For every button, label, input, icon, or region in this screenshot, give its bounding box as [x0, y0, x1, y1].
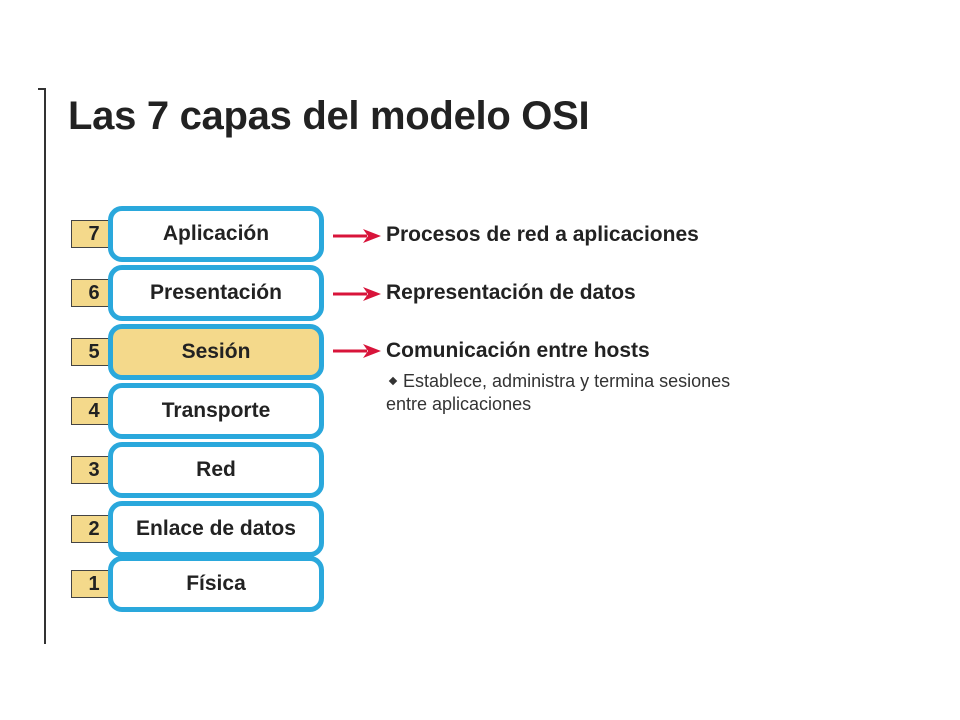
arrow-right-icon — [333, 229, 381, 243]
arrow-right-icon — [333, 344, 381, 358]
layer-row-3: 3 Red — [0, 440, 960, 500]
bullet-icon — [388, 376, 398, 386]
left-rule-tick — [38, 88, 46, 90]
layer-row-5: 5 Sesión — [0, 322, 960, 382]
layer-row-4: 4 Transporte — [0, 381, 960, 441]
layer-row-2: 2 Enlace de datos — [0, 499, 960, 559]
desc-sesion-bullet-line1: Establece, administra y termina sesiones — [403, 371, 731, 391]
left-rule — [44, 88, 46, 644]
layer-box-transporte: Transporte — [108, 383, 324, 439]
desc-sesion-bullet-line2: entre aplicaciones — [386, 394, 532, 414]
layer-box-red: Red — [108, 442, 324, 498]
layer-row-6: 6 Presentación — [0, 263, 960, 323]
layer-box-enlace-de-datos: Enlace de datos — [108, 501, 324, 557]
layer-row-7: 7 Aplicación — [0, 204, 960, 264]
desc-presentacion: Representación de datos — [386, 281, 636, 304]
layer-box-sesion: Sesión — [108, 324, 324, 380]
desc-sesion-bullet: Establece, administra y termina sesiones… — [386, 370, 826, 416]
layer-box-aplicacion: Aplicación — [108, 206, 324, 262]
slide-title: Las 7 capas del modelo OSI — [68, 94, 590, 138]
layer-row-1: 1 Física — [0, 556, 960, 616]
desc-sesion: Comunicación entre hosts — [386, 339, 650, 362]
desc-aplicacion: Procesos de red a aplicaciones — [386, 223, 699, 246]
arrow-right-icon — [333, 287, 381, 301]
layer-box-presentacion: Presentación — [108, 265, 324, 321]
layer-box-fisica: Física — [108, 556, 324, 612]
